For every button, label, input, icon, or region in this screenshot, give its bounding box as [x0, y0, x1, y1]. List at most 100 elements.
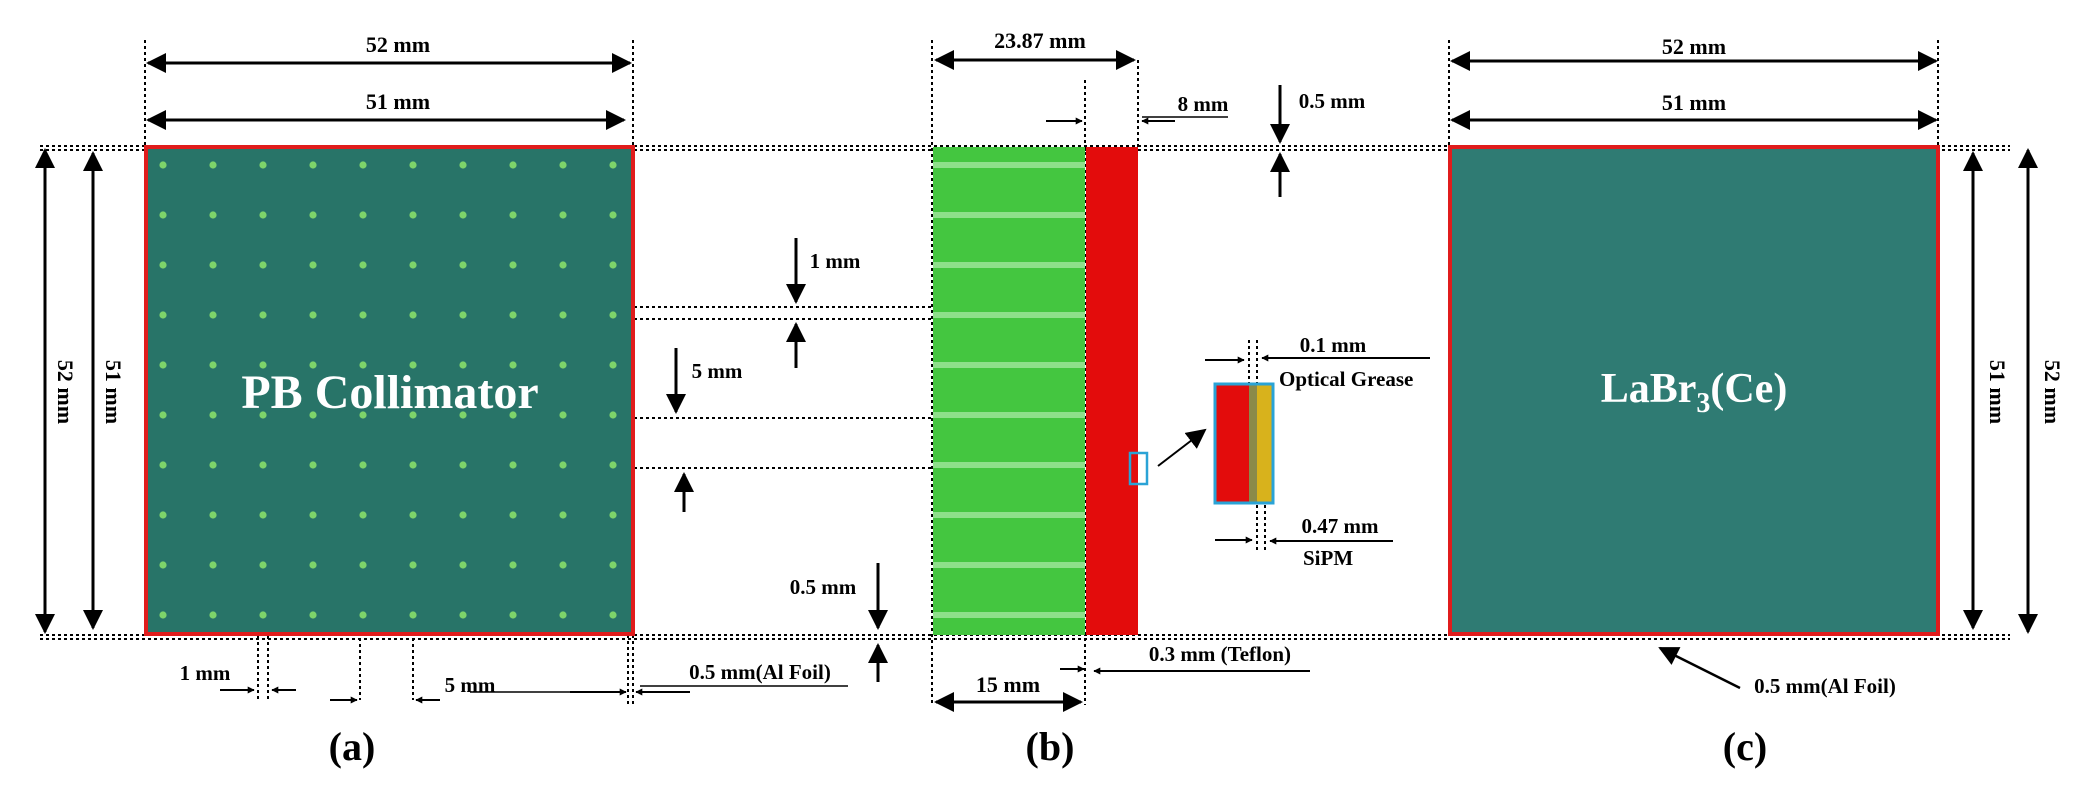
collimator-hole [309, 561, 317, 569]
collimator-hole [409, 161, 417, 169]
collimator-hole [209, 311, 217, 319]
collimator-hole [259, 611, 267, 619]
collimator-hole [359, 511, 367, 519]
collimator-hole [609, 461, 617, 469]
collimator-hole [209, 561, 217, 569]
collimator-hole [359, 411, 367, 419]
collimator-hole [259, 161, 267, 169]
collimator-hole-grid [159, 161, 617, 619]
collimator-hole [309, 461, 317, 469]
septa-stripe [933, 262, 1085, 268]
septa-stripe [933, 512, 1085, 518]
collimator-hole [509, 411, 517, 419]
collimator-hole [159, 511, 167, 519]
collimator-hole [359, 611, 367, 619]
dim-label-b-bottom-gap: 0.5 mm [790, 575, 857, 599]
collimator-hole [459, 161, 467, 169]
collimator-hole [409, 311, 417, 319]
collimator-hole [459, 461, 467, 469]
collimator-hole [509, 261, 517, 269]
collimator-hole [609, 311, 617, 319]
collimator-hole [309, 161, 317, 169]
collimator-hole [559, 361, 567, 369]
collimator-hole [609, 411, 617, 419]
collimator-hole [409, 211, 417, 219]
dim-label-c-top-outer: 52 mm [1662, 34, 1726, 59]
dim-label-b-septa: 1 mm [810, 249, 861, 273]
dim-label-a-left-inner: 51 mm [101, 360, 126, 424]
dim-label-b-total-width: 23.87 mm [994, 28, 1086, 53]
collimator-hole [559, 311, 567, 319]
collimator-hole [509, 311, 517, 319]
panel-b-label: (b) [1026, 724, 1075, 769]
collimator-hole [559, 161, 567, 169]
panel-a-collimator: PB Collimator 52 mm 51 mm 52 mm 51 mm 1 … [35, 32, 848, 769]
crystal-body [1448, 145, 1940, 636]
septa-stripe [933, 412, 1085, 418]
collimator-hole [209, 161, 217, 169]
collimator-hole [609, 211, 617, 219]
crystal-title: LaBr3(Ce) [1601, 366, 1788, 419]
septa-stripe [933, 162, 1085, 168]
collimator-hole [409, 411, 417, 419]
dim-label-c-foil: 0.5 mm(Al Foil) [1754, 674, 1896, 698]
collimator-hole [609, 561, 617, 569]
collimator-title: PB Collimator [241, 366, 538, 419]
collimator-hole [209, 461, 217, 469]
collimator-hole [359, 561, 367, 569]
collimator-hole [309, 611, 317, 619]
dim-label-b-sipm: 0.47 mm [1302, 514, 1379, 538]
collimator-hole [609, 161, 617, 169]
collimator-hole [359, 161, 367, 169]
dim-label-a-hole: 1 mm [180, 661, 231, 685]
collimator-hole [359, 361, 367, 369]
collimator-hole [259, 311, 267, 319]
collimator-hole [159, 161, 167, 169]
collimator-hole [209, 211, 217, 219]
collimator-hole [309, 261, 317, 269]
septa-stripe [933, 312, 1085, 318]
collimator-septa-block [933, 147, 1085, 635]
panel-c-crystal: LaBr3(Ce) 52 mm 51 mm 51 mm 52 mm 0.5 mm… [1448, 34, 2065, 769]
dim-label-a-foil: 0.5 mm(Al Foil) [689, 660, 831, 684]
collimator-hole [609, 511, 617, 519]
collimator-hole [309, 411, 317, 419]
inset-highlight [1128, 451, 1149, 486]
septa-stripe [933, 562, 1085, 568]
septa-stripe [933, 362, 1085, 368]
collimator-hole [509, 161, 517, 169]
collimator-hole [409, 461, 417, 469]
septa-stripes [933, 162, 1085, 618]
collimator-hole [459, 311, 467, 319]
collimator-hole [259, 361, 267, 369]
collimator-hole [509, 511, 517, 519]
collimator-hole [409, 361, 417, 369]
collimator-hole [509, 611, 517, 619]
collimator-hole [309, 511, 317, 519]
dim-label-a-top-inner: 51 mm [366, 89, 430, 114]
dim-label-b-depth: 8 mm [1178, 92, 1229, 116]
collimator-hole [609, 611, 617, 619]
collimator-body [144, 145, 635, 636]
septa-stripe [933, 612, 1085, 618]
crystal-teflon-layer [1086, 147, 1138, 635]
collimator-hole [459, 361, 467, 369]
collimator-hole [409, 561, 417, 569]
dim-label-c-top-inner: 51 mm [1662, 90, 1726, 115]
collimator-hole [309, 311, 317, 319]
collimator-hole [259, 411, 267, 419]
dim-label-a-left-outer: 52 mm [53, 360, 78, 424]
collimator-hole [259, 511, 267, 519]
collimator-hole [559, 461, 567, 469]
label-b-grease: Optical Grease [1279, 367, 1413, 391]
collimator-hole [559, 561, 567, 569]
collimator-hole [159, 261, 167, 269]
panel-b-cross-section: 23.87 mm 8 mm 0.5 mm 1 mm 5 mm 0.5 mm 15… [666, 28, 1430, 769]
collimator-hole [159, 361, 167, 369]
collimator-hole [509, 361, 517, 369]
dim-label-b-length: 15 mm [976, 672, 1040, 697]
dim-label-b-grease: 0.1 mm [1300, 333, 1367, 357]
collimator-hole [159, 211, 167, 219]
collimator-hole [209, 261, 217, 269]
